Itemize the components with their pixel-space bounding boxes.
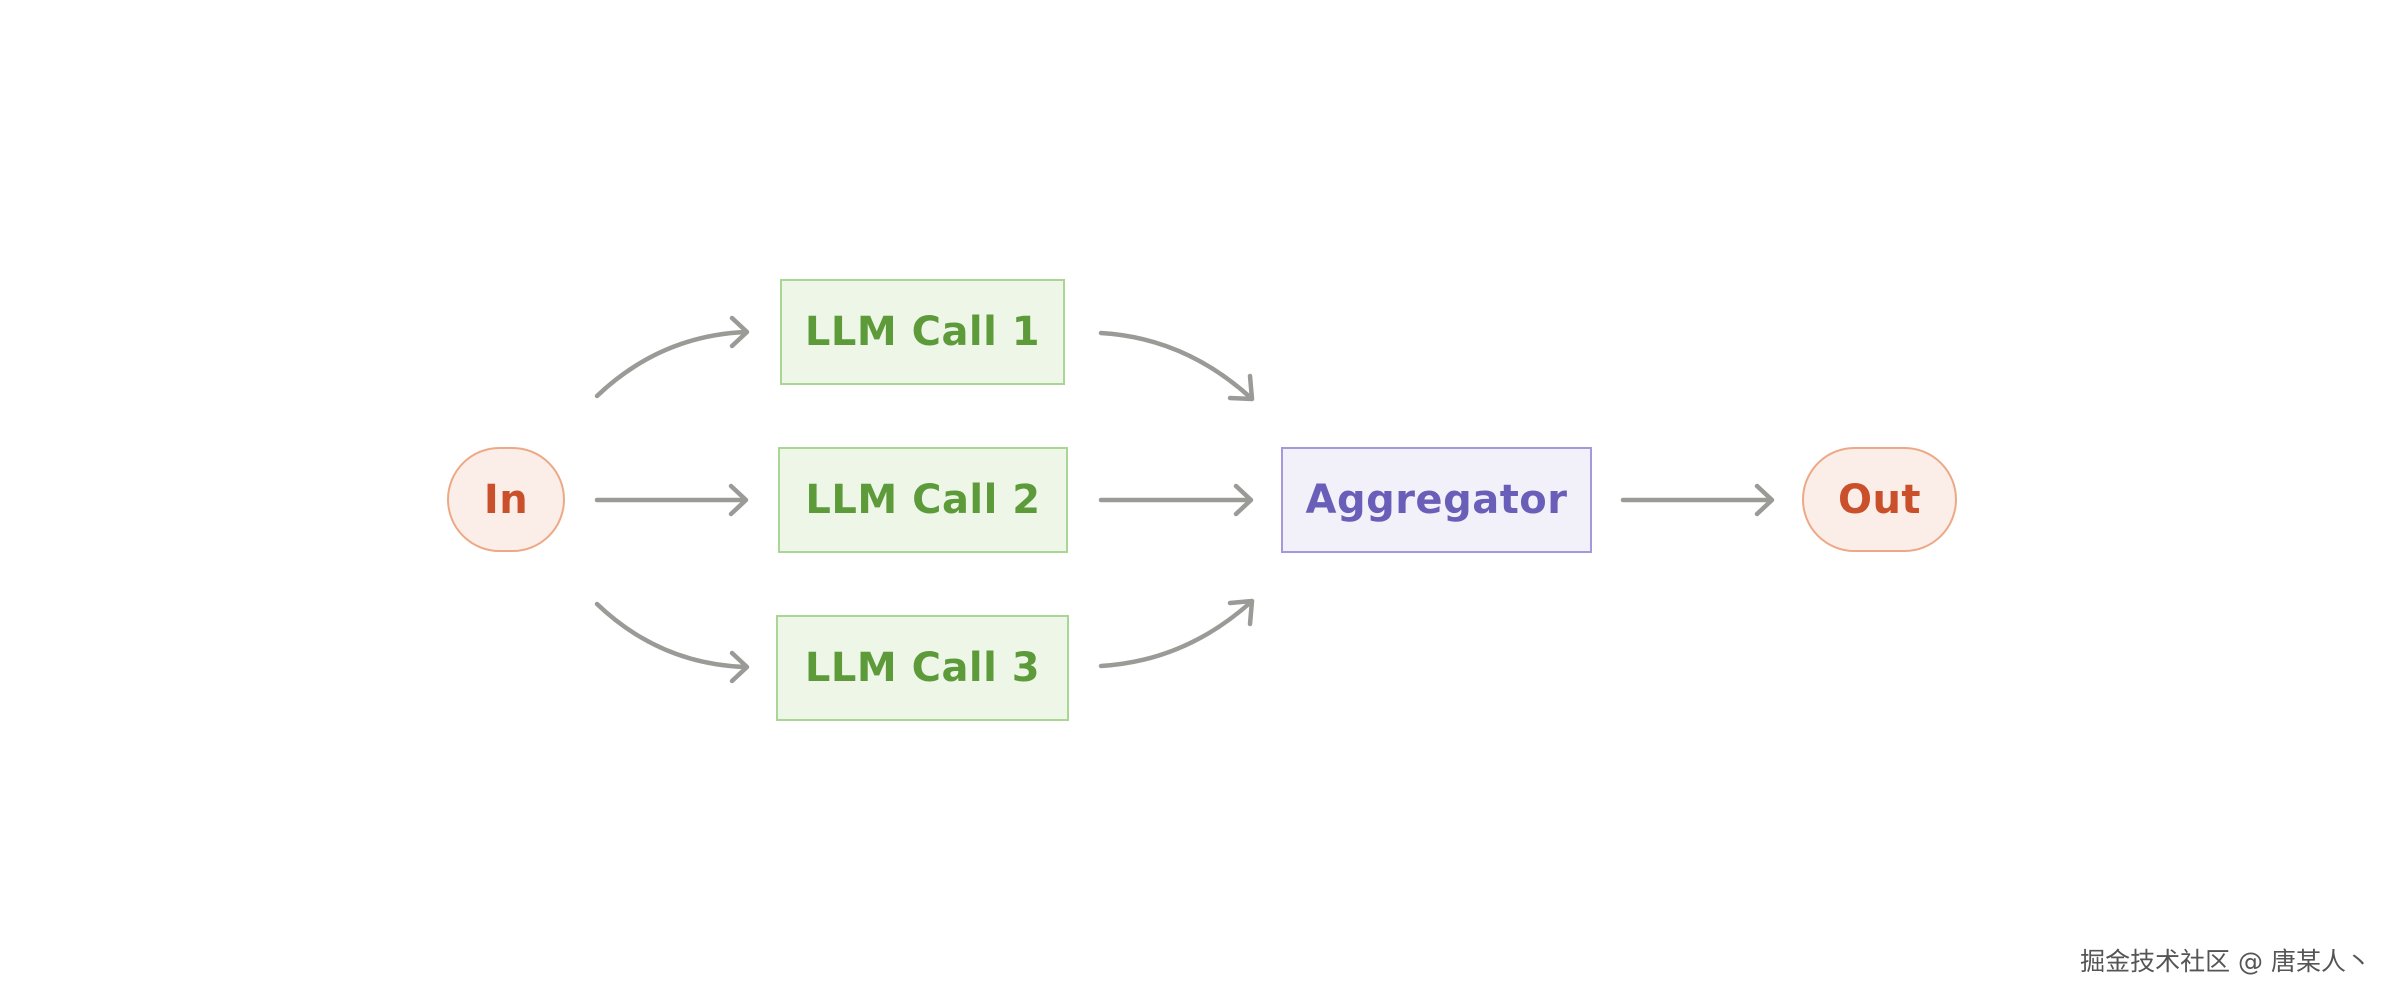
output-node-label: Out (1837, 476, 1922, 523)
arrowhead-in-to-llm-call-1 (729, 315, 750, 349)
llm-call-1-node: LLM Call 1 (780, 279, 1065, 385)
arrowhead-in-to-llm-call-2 (728, 483, 749, 517)
aggregator-label: Aggregator (1305, 477, 1568, 523)
input-node: In (447, 447, 565, 552)
arrowhead-aggregator-to-out (1754, 483, 1775, 517)
edge-in-to-llm-call-3 (594, 601, 748, 670)
edge-llm-call-3-to-aggregator (1098, 599, 1254, 669)
output-node: Out (1802, 447, 1957, 552)
input-node-label: In (483, 476, 529, 523)
arrowhead-llm-call-2-to-aggregator (1233, 483, 1254, 517)
arrowhead-llm-call-3-to-aggregator (1227, 598, 1255, 627)
aggregator-node: Aggregator (1281, 447, 1592, 553)
llm-call-3-node: LLM Call 3 (776, 615, 1069, 721)
llm-call-1-label: LLM Call 1 (804, 309, 1041, 355)
arrowhead-llm-call-1-to-aggregator (1227, 373, 1255, 402)
llm-call-2-label: LLM Call 2 (805, 477, 1041, 523)
watermark: 掘金技术社区 @ 唐某人丶 (2080, 947, 2371, 976)
llm-call-2-node: LLM Call 2 (778, 447, 1068, 553)
edge-in-to-llm-call-1 (594, 329, 748, 399)
llm-call-3-label: LLM Call 3 (804, 645, 1041, 691)
edge-llm-call-1-to-aggregator (1098, 330, 1254, 401)
arrowhead-in-to-llm-call-3 (729, 650, 750, 684)
